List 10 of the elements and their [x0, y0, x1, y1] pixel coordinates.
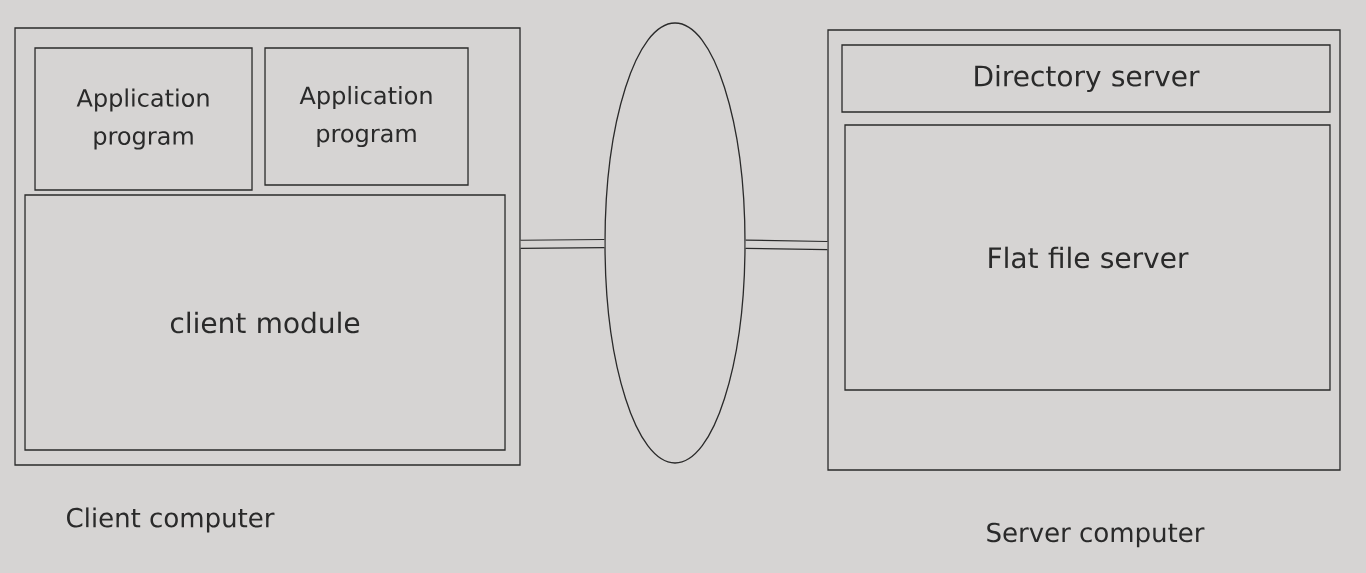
- module-box: Application program: [264, 47, 469, 186]
- box-heading: Server computer: [987, 522, 1205, 548]
- module-box: client module: [24, 194, 506, 451]
- module-box: Directory server: [841, 44, 1331, 113]
- box-heading: Client computer: [67, 507, 275, 533]
- network-ellipse: [604, 22, 746, 464]
- double-line-connector: [520, 238, 605, 250]
- module-box: Flat file server: [844, 124, 1331, 391]
- module-box: Application program: [34, 47, 253, 191]
- double-line-connector: [745, 239, 828, 251]
